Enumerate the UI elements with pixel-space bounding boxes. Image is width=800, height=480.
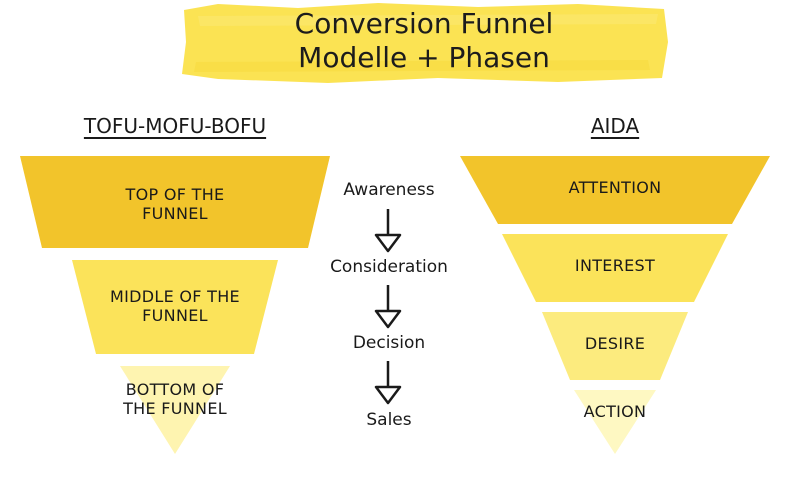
desire-segment [542, 312, 688, 380]
phase-consideration: Consideration [330, 257, 448, 277]
bottom-of-funnel-label: BOTTOM OF THE FUNNEL [123, 380, 227, 418]
interest-segment [502, 234, 728, 302]
phase-sales: Sales [366, 410, 412, 430]
phase-decision: Decision [352, 333, 426, 353]
interest-label: INTEREST [574, 256, 656, 275]
middle-of-funnel-label: MIDDLE OF THE FUNNEL [110, 287, 240, 325]
attention-segment [460, 156, 770, 224]
top-of-funnel-label: TOP OF THE FUNNEL [125, 185, 225, 223]
desire-label: DESIRE [584, 334, 646, 353]
down-arrow-icon [374, 209, 402, 253]
tofu-mofu-bofu-heading: TOFU-MOFU-BOFU [83, 114, 267, 138]
action-label: ACTION [583, 402, 647, 421]
top-of-funnel-segment [20, 156, 330, 248]
page-title: Conversion Funnel [294, 7, 554, 40]
page-subtitle: Modelle + Phasen [298, 41, 550, 74]
aida-heading: AIDA [590, 114, 640, 138]
down-arrow-icon [374, 361, 402, 405]
attention-label: ATTENTION [568, 178, 662, 197]
left-funnel-shape [20, 156, 330, 454]
middle-of-funnel-segment [72, 260, 278, 354]
right-funnel-shape [460, 156, 770, 454]
highlighter-brush-shape [182, 3, 668, 83]
bottom-of-funnel-segment [120, 366, 230, 454]
phase-awareness: Awareness [343, 180, 435, 200]
down-arrow-icon [374, 285, 402, 329]
action-segment [574, 390, 656, 454]
